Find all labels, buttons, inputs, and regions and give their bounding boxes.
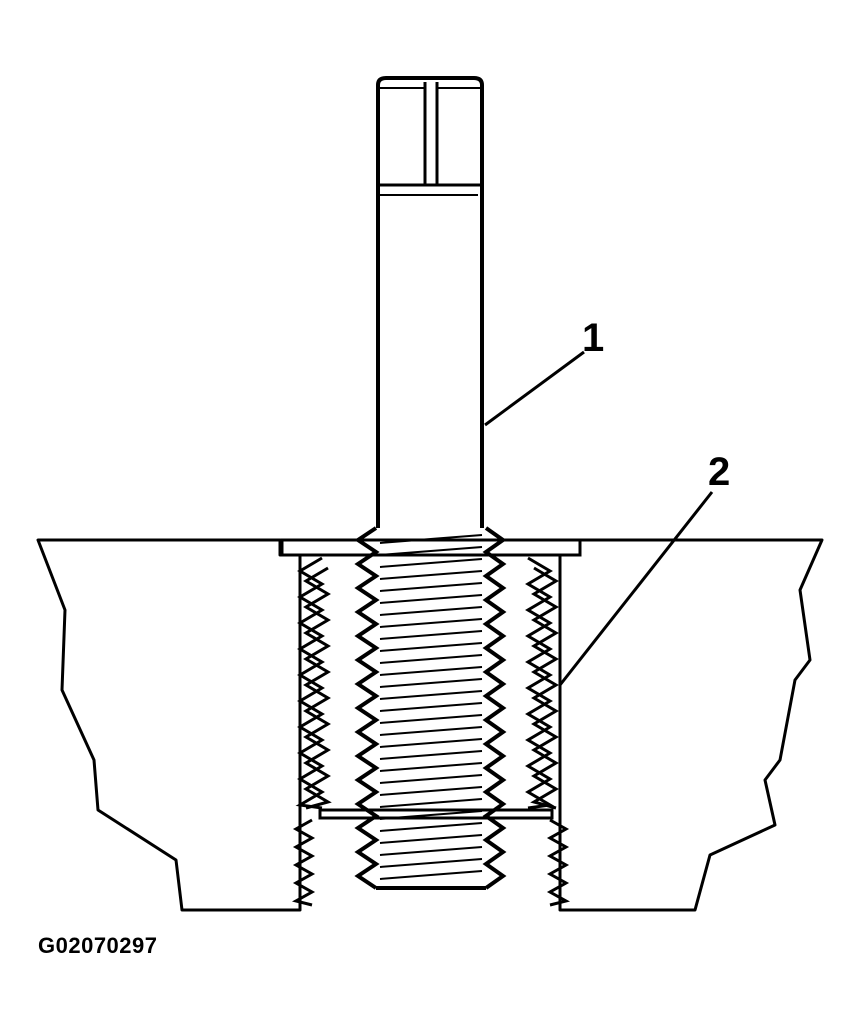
tool-thread-line: [379, 558, 483, 568]
workpiece-left: [36, 538, 302, 912]
callout-label-1: 1: [582, 316, 605, 360]
tool-thread-line: [379, 810, 483, 820]
tool-slot: [423, 82, 439, 187]
tool-thread-line: [379, 786, 483, 796]
insert-thread-left-outer: [295, 556, 325, 810]
insert-bottom: [318, 808, 554, 820]
tool-thread-line: [379, 546, 483, 556]
tool-thread-line: [379, 774, 483, 784]
tool-thread-profile: [482, 526, 507, 890]
tool-thread-line: [379, 846, 483, 856]
tool-thread-line: [379, 666, 483, 676]
tool-thread-line: [379, 582, 483, 592]
tool-thread-line: [379, 858, 483, 868]
thread-zigzag: [525, 556, 555, 810]
tool-thread-line: [379, 606, 483, 616]
tool-thread-line: [379, 654, 483, 664]
tool-thread-line: [379, 738, 483, 748]
tool-thread-line: [379, 750, 483, 760]
leader-line-2: [558, 491, 714, 686]
tool-thread-line: [379, 762, 483, 772]
tool-thread-line: [379, 798, 483, 808]
thread-zigzag: [530, 566, 559, 810]
tool-thread-line: [379, 702, 483, 712]
workpiece-thread-right: [546, 818, 571, 907]
leader-line-1: [484, 350, 585, 427]
workpiece-right: [558, 538, 824, 912]
tool-thread-line: [379, 822, 483, 832]
tool-thread-line: [379, 630, 483, 640]
tool-thread-line: [379, 618, 483, 628]
tool-thread-line: [379, 642, 483, 652]
tool-shank: [376, 76, 484, 528]
tool-thread-profile: [354, 526, 380, 890]
insert-thread-left-inner: [303, 566, 332, 810]
tool-thread-line: [379, 678, 483, 688]
insert-flange: [280, 538, 582, 557]
tool-thread-line: [379, 534, 483, 544]
callout-label-2: 2: [708, 450, 731, 494]
tool-thread-line: [379, 594, 483, 604]
thread-zigzag: [291, 818, 316, 907]
tool-thread-line: [379, 870, 483, 880]
workpiece-thread-left: [291, 818, 316, 907]
tool-thread-line: [379, 726, 483, 736]
thread-zigzag: [546, 818, 571, 907]
insert-thread-right-inner: [525, 556, 555, 810]
tool-thread-line: [379, 570, 483, 580]
insert-thread-right-outer: [530, 566, 559, 810]
tool-thread-line: [379, 834, 483, 844]
figure-id: G02070297: [38, 933, 158, 958]
tool-thread-line: [379, 714, 483, 724]
thread-zigzag: [295, 556, 325, 810]
thread-zigzag: [303, 566, 332, 810]
tool-threaded-section: [354, 526, 507, 890]
tool-thread-line: [379, 690, 483, 700]
